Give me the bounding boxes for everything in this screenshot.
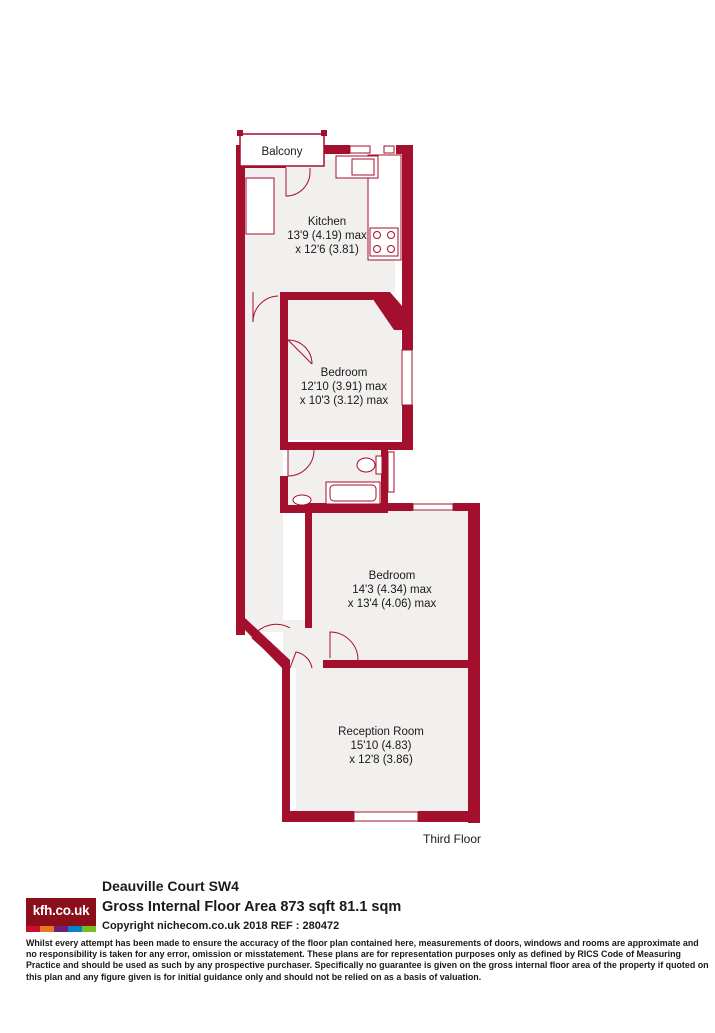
wall-bedroom2-top-right xyxy=(453,503,480,511)
door-reception xyxy=(289,651,313,669)
door-bedroom2 xyxy=(329,631,359,661)
hob-ring-4 xyxy=(387,245,395,253)
wall-bedroom2-top xyxy=(305,503,413,511)
reception-floor xyxy=(296,668,468,811)
wall-kitchen-top-right xyxy=(310,145,350,154)
wall-bedroom2-left xyxy=(305,503,312,628)
balcony-outline xyxy=(239,133,325,167)
bedroom2-dim1: 14'3 (4.34) max xyxy=(352,584,432,596)
logo-stripe-segment xyxy=(54,926,68,932)
bathroom-fittings xyxy=(292,455,383,506)
kitchen-fittings xyxy=(245,154,402,261)
balcony-label: Balcony xyxy=(262,146,303,158)
wall-right-bedroom-low xyxy=(402,405,413,450)
door-entrance xyxy=(251,623,291,657)
wall-bottom-left xyxy=(282,811,354,822)
disclaimer: Whilst every attempt has been made to en… xyxy=(26,938,709,982)
wall-kitchen-corner xyxy=(368,292,402,330)
bedroom2-dim2: x 13'4 (4.06) max xyxy=(348,598,437,610)
floor-area: Gross Internal Floor Area 873 sqft 81.1 … xyxy=(102,899,402,915)
property-title: Deauville Court SW4 xyxy=(102,878,239,894)
bedroom2-floor xyxy=(312,511,468,661)
bedroom2-label: Bedroom xyxy=(369,570,416,582)
wall-mid xyxy=(323,660,480,668)
wall-left-angle xyxy=(236,618,290,822)
window-kitchen-2 xyxy=(383,145,395,154)
balcony-post-right xyxy=(321,130,327,136)
balcony-post-left xyxy=(237,130,243,136)
window-reception xyxy=(353,811,419,822)
logo-text: kfh.co.uk xyxy=(32,903,90,918)
room-labels: Balcony Kitchen 13'9 (4.19) max x 12'6 (… xyxy=(262,146,481,846)
wall-bedroom1-bottom xyxy=(280,442,402,450)
window-kitchen xyxy=(349,145,371,154)
reception-dim1: 15'10 (4.83) xyxy=(350,740,411,752)
kitchen-dim1: 13'9 (4.19) max xyxy=(287,230,367,242)
reception-label: Reception Room xyxy=(338,726,424,738)
bath-inner xyxy=(329,484,377,502)
wall-bathroom-left xyxy=(280,476,288,512)
door-bedroom1 xyxy=(287,339,313,365)
toilet-cistern xyxy=(375,455,383,475)
wall-kitchen-bottom xyxy=(283,292,373,300)
wall-left-outer xyxy=(236,145,245,635)
window-bedroom1 xyxy=(401,349,413,406)
floor-plan: Balcony Kitchen 13'9 (4.19) max x 12'6 (… xyxy=(236,130,481,846)
hob-ring-2 xyxy=(387,231,395,239)
wall-bedroom1-left xyxy=(280,292,288,450)
kfh-logo: kfh.co.uk xyxy=(26,898,96,932)
reception-dim2: x 12'8 (3.86) xyxy=(349,754,413,766)
logo-stripe-segment xyxy=(40,926,54,932)
bedroom1-label: Bedroom xyxy=(321,367,368,379)
logo-stripe xyxy=(26,926,96,932)
windows xyxy=(349,145,454,822)
logo-stripe-segment xyxy=(26,926,40,932)
sink-bowl xyxy=(351,158,375,176)
bedroom1-dim1: 12'10 (3.91) max xyxy=(301,381,387,393)
hallway-floor xyxy=(245,292,283,632)
copyright: Copyright nichecom.co.uk 2018 REF : 2804… xyxy=(102,920,340,932)
logo-stripe-segment xyxy=(68,926,82,932)
wall-right-upper xyxy=(402,145,413,350)
logo-stripe-segment xyxy=(82,926,96,932)
basin xyxy=(292,494,312,506)
window-bedroom2 xyxy=(412,503,454,511)
door-bathroom xyxy=(287,449,315,477)
hob-ring-3 xyxy=(373,245,381,253)
kitchen-dim2: x 12'6 (3.81) xyxy=(295,244,359,256)
floor-label: Third Floor xyxy=(423,832,481,846)
window-bathroom xyxy=(387,451,395,493)
door-balcony xyxy=(285,168,311,197)
kitchen-cupboard xyxy=(245,177,275,235)
hob-ring-1 xyxy=(373,231,381,239)
balcony xyxy=(237,130,327,167)
door-hall-top xyxy=(252,292,279,323)
bedroom1-dim2: x 10'3 (3.12) max xyxy=(300,395,389,407)
toilet xyxy=(356,457,376,473)
wall-bottom-right xyxy=(418,811,480,822)
kitchen-label: Kitchen xyxy=(308,216,346,228)
bedroom1-floor xyxy=(288,300,401,440)
doors xyxy=(251,168,359,669)
wall-bathroom-right xyxy=(381,450,388,510)
